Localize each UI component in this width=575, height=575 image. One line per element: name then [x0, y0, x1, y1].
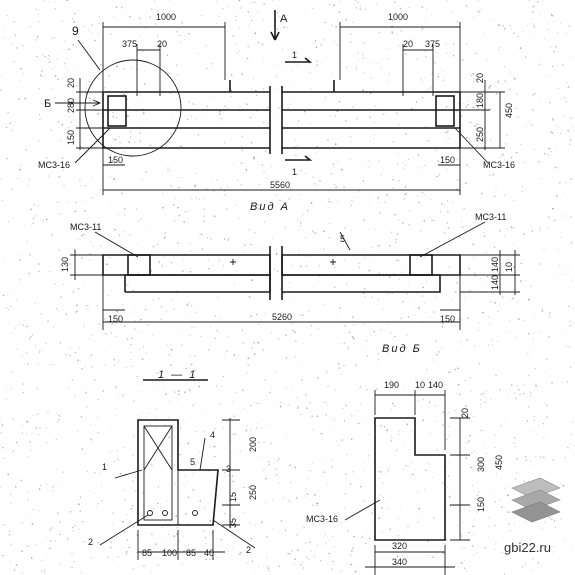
- label-mcz16-right: МС3-16: [483, 160, 515, 170]
- dim-20-vb: 20: [460, 408, 470, 418]
- label-mcz11-left: МС3-11: [70, 222, 101, 232]
- num-2-right: 2: [246, 545, 251, 555]
- watermark-text: gbi22.ru: [504, 540, 551, 555]
- dim-85-right: 85: [186, 548, 196, 558]
- dim-190: 190: [384, 380, 399, 390]
- view-b-marker-arrow: Б: [44, 98, 51, 110]
- dim-15-v: 15: [228, 492, 238, 502]
- watermark-logo: [511, 477, 561, 523]
- dim-450-vb: 450: [494, 455, 504, 470]
- section-title: 1 — 1: [158, 369, 197, 381]
- num-3: 3: [226, 464, 231, 474]
- view-a: [70, 221, 520, 330]
- dim-1000-left: 1000: [156, 12, 176, 22]
- dim-20-v: 20: [66, 78, 76, 88]
- dim-5260: 5260: [272, 312, 292, 322]
- dim-180-v: 180: [475, 93, 485, 108]
- annotations: 1000 1000 375 20 20 375 9 Б А 1 1 20 280…: [38, 12, 561, 567]
- dim-340: 340: [392, 557, 407, 567]
- section-marker-bottom: 1: [292, 167, 297, 177]
- top-view: [55, 10, 505, 195]
- dim-130-v: 130: [60, 257, 70, 272]
- dim-10-v: 10: [504, 262, 514, 272]
- dim-40: 40: [204, 548, 214, 558]
- dim-100: 100: [162, 548, 177, 558]
- dim-140-v2: 140: [490, 275, 500, 290]
- dim-20-left: 20: [157, 39, 167, 49]
- dim-150-vb: 150: [476, 497, 486, 512]
- dim-300-v: 300: [476, 457, 486, 472]
- dim-250-v: 250: [475, 127, 485, 142]
- view-a-title: Вид А: [250, 201, 290, 213]
- dim-35-v: 35: [228, 518, 238, 528]
- dim-140-v: 140: [490, 257, 500, 272]
- dim-150-va-right: 150: [440, 314, 455, 324]
- dim-20-right: 20: [403, 39, 413, 49]
- label-mcz16-view-b: МС3-16: [306, 514, 338, 524]
- view-b-title: Вид Б: [382, 343, 422, 355]
- section-marker-top: 1: [292, 50, 297, 60]
- view-b: [344, 390, 470, 575]
- callout-9: 9: [72, 24, 79, 38]
- dim-10: 10: [415, 380, 425, 390]
- dim-85-left: 85: [142, 548, 152, 558]
- dim-5560: 5560: [270, 180, 290, 190]
- num-4: 4: [210, 430, 215, 440]
- num-1: 1: [102, 462, 107, 472]
- dim-320: 320: [392, 541, 407, 551]
- section-1-1: [99, 379, 256, 560]
- view-a-marker-arrow: А: [280, 13, 288, 25]
- dim-150-left: 150: [108, 155, 123, 165]
- label-mcz16-left: МС3-16: [38, 160, 70, 170]
- num-5-view-a: 5: [340, 234, 345, 244]
- num-5-section: 5: [190, 457, 195, 467]
- dim-150-right: 150: [440, 155, 455, 165]
- num-2-left: 2: [88, 537, 93, 547]
- dim-280-v: 280: [66, 98, 76, 113]
- dim-20-vr: 20: [475, 73, 485, 83]
- dim-150-va-left: 150: [108, 314, 123, 324]
- dim-450-v: 450: [504, 103, 514, 118]
- dim-140: 140: [428, 380, 443, 390]
- dim-200-v: 200: [248, 437, 258, 452]
- dim-375-right: 375: [425, 39, 440, 49]
- dim-1000-right: 1000: [388, 12, 408, 22]
- label-mcz11-right: МС3-11: [475, 212, 506, 222]
- dim-375-left: 375: [122, 39, 137, 49]
- dim-250-section: 250: [248, 485, 258, 500]
- dim-150-v: 150: [66, 130, 76, 145]
